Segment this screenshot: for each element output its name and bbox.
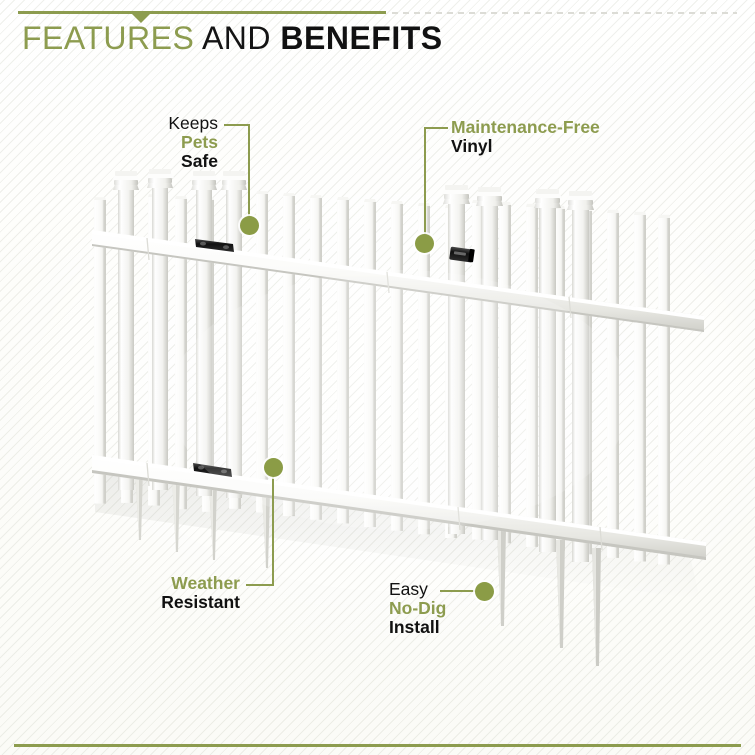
- leader-line-easy-no-dig-h: [440, 590, 482, 592]
- callout-line: Pets: [181, 131, 218, 152]
- post-cap-icon: [442, 185, 471, 204]
- fence-post: [566, 191, 595, 562]
- post-cap-icon: [566, 191, 595, 210]
- callout-weather-resistant: Weather Resistant: [100, 574, 240, 612]
- leader-line-maintenance-free-v: [424, 127, 426, 245]
- post-cap-icon: [146, 169, 174, 188]
- callout-line: No-Dig: [389, 597, 447, 618]
- post-cap-icon: [533, 189, 562, 208]
- callout-dot-weather-resistant: [264, 458, 283, 477]
- page-title-features: FEATURES: [22, 20, 195, 56]
- fence-top-rail: [92, 230, 704, 332]
- leader-line-keeps-pets-safe-h: [224, 124, 250, 126]
- callout-dot-keeps-pets-safe: [240, 216, 259, 235]
- footer-rule: [14, 744, 741, 747]
- fence-hardware-clamp: [449, 246, 475, 263]
- fence-post: [146, 169, 174, 490]
- fence-post: [190, 171, 218, 496]
- callout-line: Keeps: [168, 113, 218, 133]
- fence-hardware-bracket: [195, 239, 234, 252]
- callout-line: Install: [389, 616, 440, 637]
- post-cap-icon: [220, 171, 248, 190]
- callout-dot-maintenance-free-vinyl: [415, 234, 434, 253]
- page-title-and: AND: [194, 20, 281, 56]
- leader-line-maintenance-free-h: [424, 127, 448, 129]
- leader-line-weather-v: [272, 476, 274, 586]
- callout-maintenance-free-vinyl: Maintenance-Free Vinyl: [451, 118, 691, 156]
- callout-line: Vinyl: [451, 135, 493, 156]
- callout-line: Resistant: [161, 591, 240, 612]
- post-cap-icon: [112, 171, 140, 190]
- post-cap-icon: [190, 171, 218, 190]
- fence-ground-stakes: [135, 470, 601, 666]
- leader-line-keeps-pets-safe-v: [248, 124, 250, 228]
- header-caret-icon: [131, 13, 151, 23]
- header-rule-solid: [18, 11, 386, 14]
- header-rule-dashed: [392, 12, 737, 14]
- callout-easy-no-dig-install: Easy No-Dig Install: [389, 580, 539, 637]
- callout-line: Weather: [171, 573, 240, 593]
- callout-keeps-pets-safe: Keeps Pets Safe: [88, 114, 218, 171]
- page-title-benefits: BENEFITS: [280, 20, 443, 56]
- page-title: FEATURES AND BENEFITS: [22, 22, 443, 54]
- callout-line: Safe: [181, 150, 218, 171]
- fence-bottom-rail: [92, 455, 706, 560]
- fence-post: [220, 171, 248, 498]
- leader-line-weather-h: [246, 584, 274, 586]
- fence-ground-shadow: [95, 470, 700, 600]
- callout-dot-easy-no-dig-install: [475, 582, 494, 601]
- fence-hardware-bracket-lower: [193, 463, 232, 477]
- fence-post: [112, 171, 140, 490]
- callout-line: Maintenance-Free: [451, 117, 600, 137]
- callout-line: Easy: [389, 579, 428, 599]
- post-cap-icon: [475, 187, 504, 206]
